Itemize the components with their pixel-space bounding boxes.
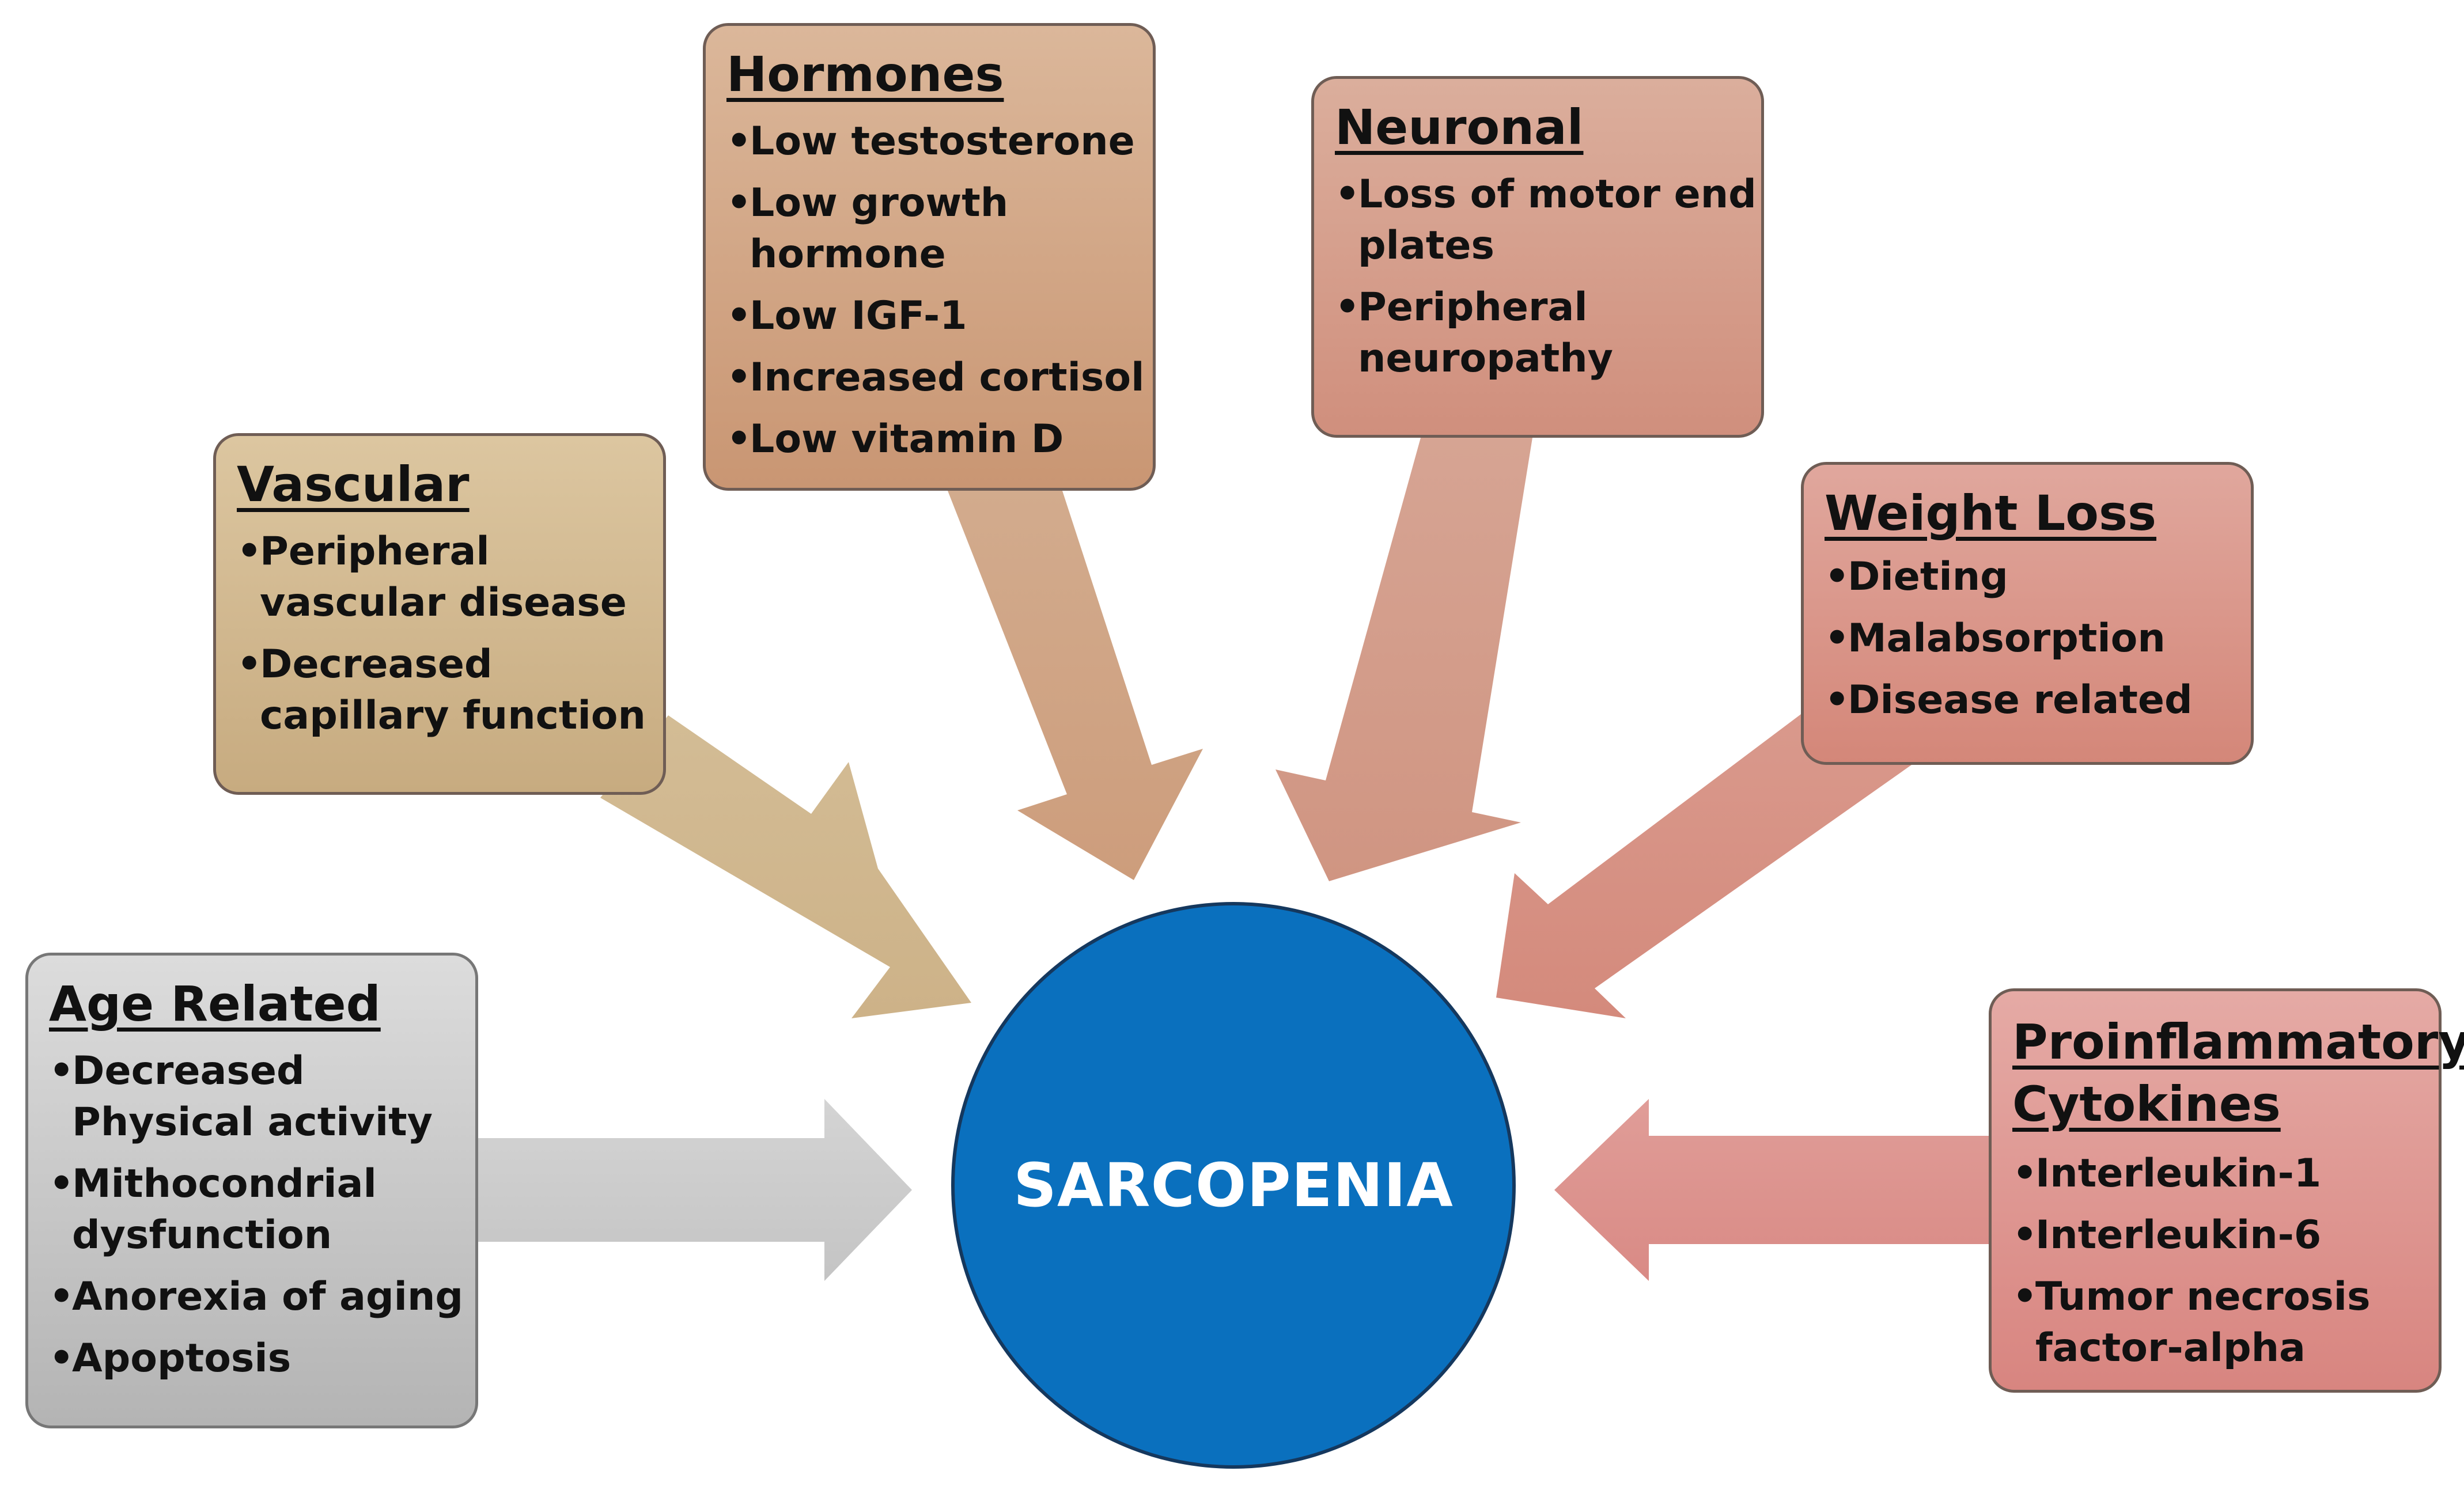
list-item: Decreased Physical activity [49,1045,475,1148]
arrow-vascular [600,715,971,1018]
sarcopenia-circle: SARCOPENIA [951,902,1516,1469]
list-item: Low vitamin D [726,414,1153,465]
vascular-title: Vascular [237,456,470,513]
weight-loss-box: Weight Loss Dieting Malabsorption Diseas… [1801,462,2254,765]
list-item: Low growth hormone [726,177,1153,280]
list-item: Interleukin-1 [2012,1148,2439,1199]
list-item: Dieting [1825,551,2251,602]
list-item: Interleukin-6 [2012,1210,2439,1261]
arrow-weight-loss [1496,714,1912,1018]
weight-loss-list: Dieting Malabsorption Disease related [1825,551,2251,726]
arrow-neuronal [1275,438,1532,881]
list-item: Low testosterone [726,116,1153,167]
proinflammatory-cytokines-title: Proinflammatory Cytokines [2012,1014,2464,1132]
list-item: Peripheral neuropathy [1335,282,1761,384]
age-related-box: Age Related Decreased Physical activity … [25,953,478,1428]
vascular-box: Vascular Peripheral vascular disease Dec… [213,433,666,795]
list-item: Loss of motor end plates [1335,169,1761,271]
list-item: Disease related [1825,674,2251,726]
list-item: Low IGF-1 [726,290,1153,342]
neuronal-title: Neuronal [1335,99,1584,156]
age-related-title: Age Related [49,976,381,1032]
neuronal-box: Neuronal Loss of motor end plates Periph… [1311,76,1764,438]
list-item: Malabsorption [1825,613,2251,664]
hormones-box: Hormones Low testosterone Low growth hor… [703,23,1156,491]
list-item: Peripheral vascular disease [237,526,663,628]
hormones-list: Low testosterone Low growth hormone Low … [726,116,1153,465]
list-item: Increased cortisol [726,352,1153,403]
list-item: Apoptosis [49,1333,475,1384]
list-item: Decreased capillary function [237,639,663,741]
vascular-list: Peripheral vascular disease Decreased ca… [237,526,663,741]
proinflammatory-cytokines-box: Proinflammatory Cytokines Interleukin-1 … [1989,988,2464,1393]
weight-loss-title: Weight Loss [1825,485,2156,541]
sarcopenia-label: SARCOPENIA [1013,1150,1454,1220]
hormones-title: Hormones [726,46,1004,103]
list-item: Tumor necrosis factor-alpha [2012,1271,2439,1374]
list-item: Anorexia of aging [49,1271,475,1322]
age-related-list: Decreased Physical activity Mithocondria… [49,1045,475,1384]
proinflammatory-cytokines-list: Interleukin-1 Interleukin-6 Tumor necros… [2012,1148,2439,1374]
arrow-hormones [946,491,1203,880]
arrow-cytokines [1554,1099,1989,1281]
neuronal-list: Loss of motor end plates Peripheral neur… [1335,169,1761,384]
arrow-age-related [478,1099,912,1281]
list-item: Mithocondrial dysfunction [49,1158,475,1261]
